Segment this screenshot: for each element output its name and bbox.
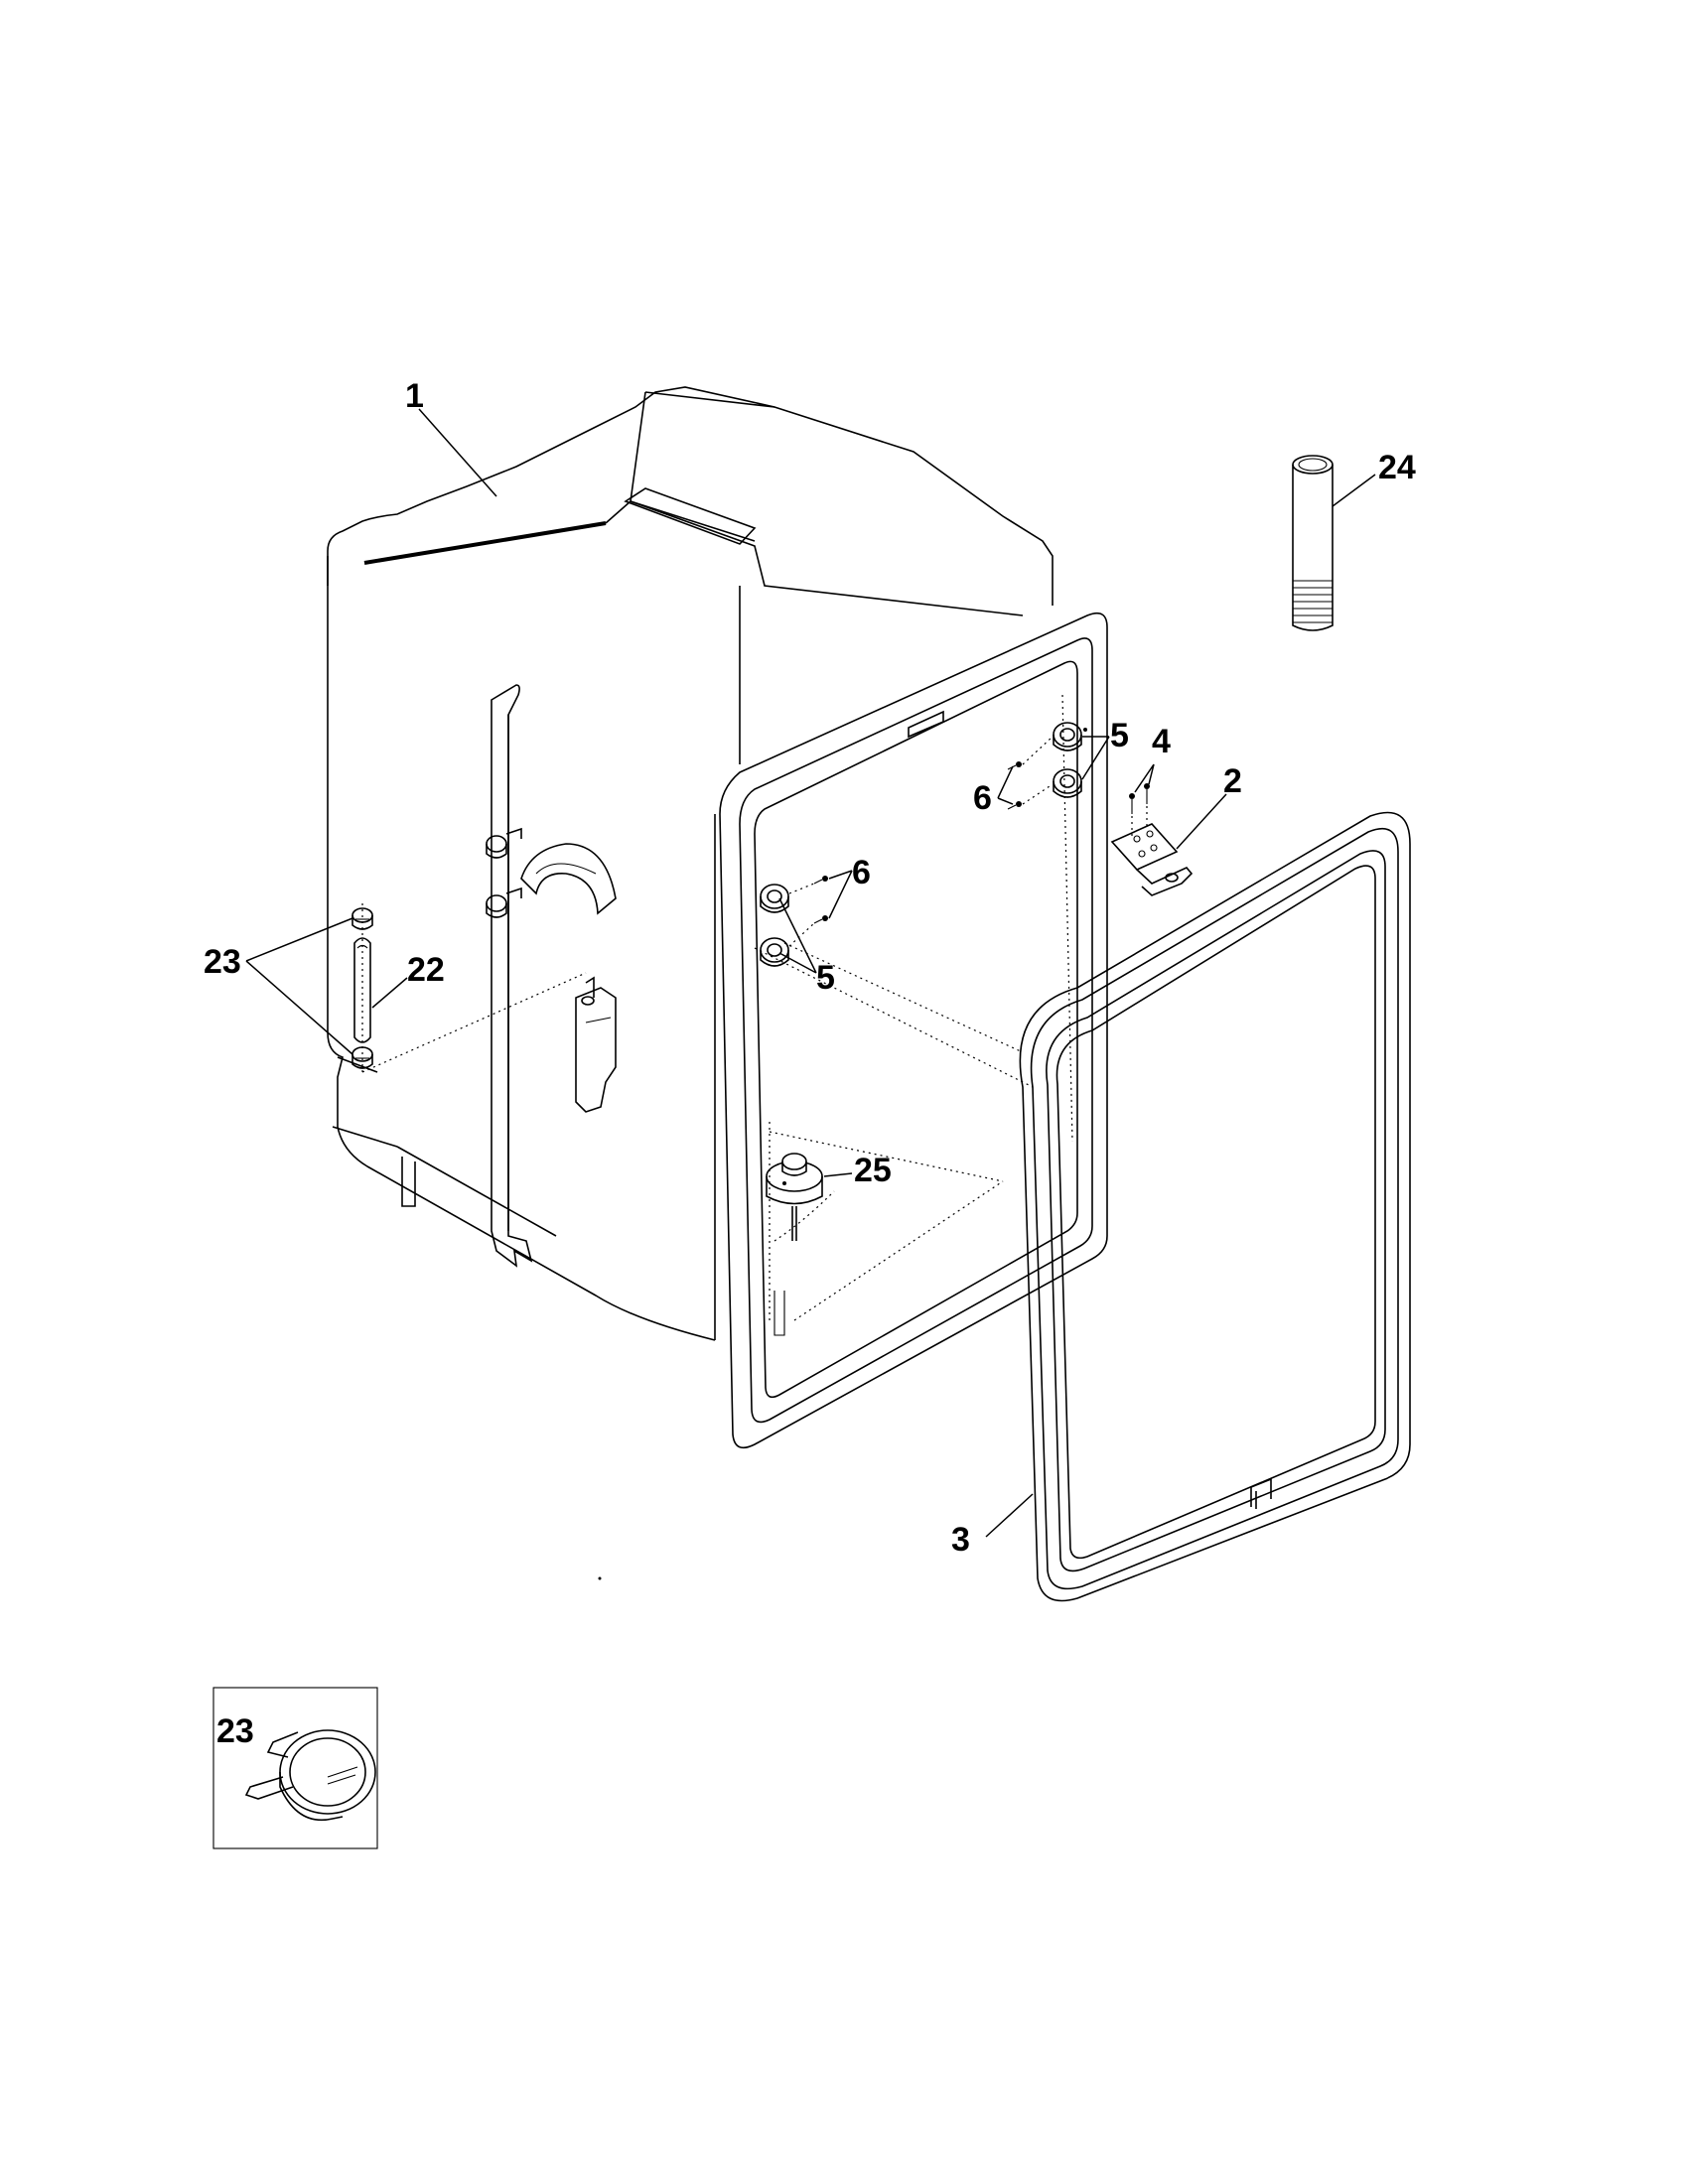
callout-6-left: 6 [852,854,871,891]
callout-23: 23 [204,943,241,981]
rollers-right-lower [1053,768,1082,798]
clamp-upper [352,907,373,930]
inset-clamp [244,1729,376,1821]
door-gasket [1019,811,1411,1602]
screws-right [1007,728,1087,810]
inset-box [212,1687,378,1849]
callout-2: 2 [1223,762,1242,800]
callout-24: 24 [1378,449,1416,486]
callout-3: 3 [951,1521,970,1559]
side-duct [491,684,533,1268]
callout-1: 1 [405,377,424,415]
leader-lines [245,408,1376,1538]
rollers-right-upper [1053,722,1082,751]
tub-ports [486,827,522,918]
callout-5-left: 5 [816,959,835,997]
callout-5-right: 5 [1110,717,1129,754]
callout-22: 22 [407,951,445,989]
rollers-left-lower [760,937,789,967]
callout-6-right: 6 [973,779,992,817]
curved-shield [520,843,617,915]
rollers-left-upper [760,884,789,913]
callout-4: 4 [1152,723,1171,760]
callout-23-inset: 23 [216,1712,254,1750]
screws-4 [1129,783,1150,839]
vent-assembly [575,976,617,1113]
hinge-bracket [1110,823,1194,896]
screws-left [788,876,828,947]
float-switch [766,1153,823,1241]
tub [327,386,1054,1341]
callout-25: 25 [854,1152,892,1189]
spacer-tube [1292,455,1334,631]
hose [353,937,371,1043]
tub-door-frame [719,612,1108,1449]
